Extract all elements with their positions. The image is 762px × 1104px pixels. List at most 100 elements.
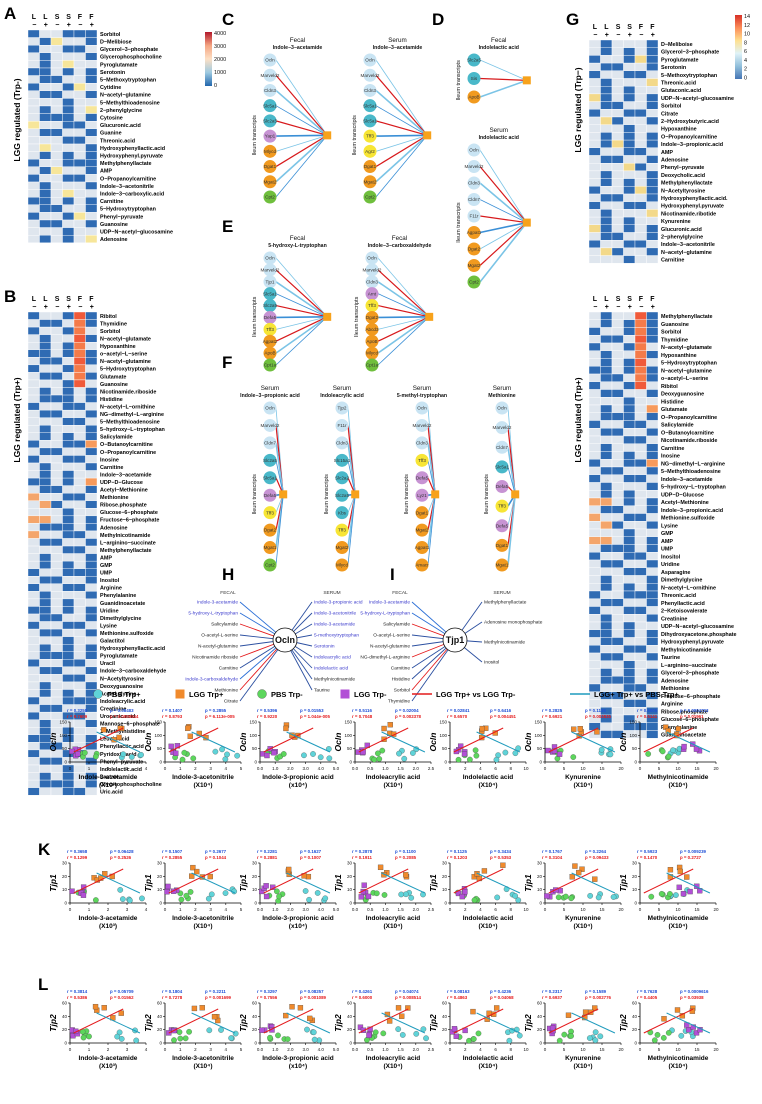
gene-label: Marveld2 <box>465 164 484 169</box>
heat-cell <box>646 373 659 382</box>
x-tick-label: 5.0 <box>333 766 340 771</box>
heat-cell <box>634 590 647 599</box>
network-edge <box>377 304 430 318</box>
x-axis-unit: (X10³) <box>99 1063 117 1070</box>
network-metabolite: Indole−3−carboxaldehyde <box>368 243 432 249</box>
heat-cell <box>588 247 601 256</box>
x-tick-label: 0.0 <box>257 1047 264 1052</box>
heat-cell <box>62 485 75 494</box>
heat-cell <box>39 394 52 403</box>
heat-cell <box>27 326 40 335</box>
metabolite-node <box>431 490 440 499</box>
data-point <box>571 726 577 732</box>
network-edge <box>375 89 428 136</box>
x-axis-unit: (X10⁴) <box>478 1063 497 1070</box>
heat-cell <box>646 575 659 584</box>
y-tick-label: 0 <box>634 1041 637 1046</box>
heat-cell <box>62 357 75 366</box>
heat-cell <box>623 397 636 406</box>
heat-cell <box>85 342 98 350</box>
data-point <box>665 728 671 734</box>
heat-cell <box>646 552 659 561</box>
y-tick-label: 20 <box>537 1027 543 1032</box>
gene-label: Cpt1a <box>366 363 379 368</box>
heat-cell <box>27 681 40 690</box>
heat-cell <box>27 651 40 660</box>
heat-cell <box>85 98 98 107</box>
network-edge <box>375 120 428 136</box>
heat-row-label: Hydroxyphenyllactic.acid <box>100 646 165 652</box>
heat-row-label: Serotonin <box>661 65 686 71</box>
x-tick-label: 1.0 <box>382 907 389 912</box>
network-edge <box>239 639 286 702</box>
heat-row-label: Inosine <box>100 457 119 463</box>
y-tick-label: 150 <box>249 720 257 725</box>
heat-cell <box>62 128 75 137</box>
y-tick-label: 60 <box>537 1001 543 1006</box>
heat-row-label: Citrate <box>661 111 678 117</box>
x-axis-unit: (X10⁴) <box>383 782 402 789</box>
heat-cell <box>27 402 40 411</box>
stat-p-blue: p = 0.02004 <box>395 708 419 713</box>
heat-cell <box>50 402 63 411</box>
x-tick-label: 2.0 <box>413 1047 420 1052</box>
data-point <box>117 887 124 893</box>
network-edge <box>507 447 516 495</box>
heat-cell <box>39 493 52 501</box>
x-tick-label: 2.5 <box>428 907 435 912</box>
gene-node <box>263 334 277 348</box>
data-point <box>575 869 582 876</box>
heat-cell <box>611 645 624 654</box>
heat-cell <box>62 689 75 698</box>
x-tick-label: 0 <box>69 1047 72 1052</box>
heat-cell <box>39 681 52 690</box>
heat-row-label: AMP <box>661 150 673 156</box>
gene-label: F11r <box>337 423 347 428</box>
data-point <box>199 1005 205 1011</box>
heat-cell <box>73 334 86 343</box>
heat-row-label: Uric.acid <box>100 790 123 796</box>
heat-row-label: Glucose−6−phosphate <box>100 510 158 516</box>
data-point <box>371 756 378 763</box>
heat-cell <box>646 216 659 226</box>
heat-cell <box>623 139 636 149</box>
heat-cell <box>50 204 63 213</box>
heat-cell <box>634 466 647 475</box>
y-tick-label: 50 <box>347 746 353 751</box>
heat-cell <box>600 459 613 468</box>
heat-cell <box>62 219 75 228</box>
heat-row-label: Glycerol−3−phosphate <box>100 47 158 53</box>
fit-line-red <box>453 868 504 894</box>
data-point <box>365 893 372 900</box>
data-point <box>376 756 383 762</box>
heat-cell <box>600 239 613 249</box>
data-point <box>358 894 364 900</box>
heat-cell <box>646 397 659 406</box>
heat-cell <box>39 98 52 107</box>
gene-node <box>263 523 277 537</box>
heat-cell <box>85 674 98 683</box>
heat-row-label: Methylphenyllactate <box>661 314 713 320</box>
stat-r-blue: r = 0.2825 <box>542 708 563 713</box>
gene-node <box>415 506 429 520</box>
x-axis-title: Kynurenine <box>565 915 601 922</box>
fit-line-blue <box>571 731 616 753</box>
metabolite-node <box>351 490 360 499</box>
heat-cell <box>85 326 98 335</box>
heat-cell <box>27 372 40 381</box>
heat-row-label: Glutamate <box>661 407 687 413</box>
gene-node <box>263 53 277 67</box>
heat-cell <box>646 474 659 483</box>
heat-row-label: 1−Methylhistidine <box>100 729 145 735</box>
stat-r-red: r = 0.1203 <box>447 855 468 860</box>
heat-row-label: Indole−3−acetamide <box>100 472 152 478</box>
heat-cell <box>73 530 86 539</box>
heat-row-label: Lysine <box>661 523 678 529</box>
stat-r-blue: r = 0.6005 <box>637 708 658 713</box>
heatmap-g-trp-plus: L−L+S−S+F−F+MethylphenyllactateGuanosine… <box>573 296 737 739</box>
